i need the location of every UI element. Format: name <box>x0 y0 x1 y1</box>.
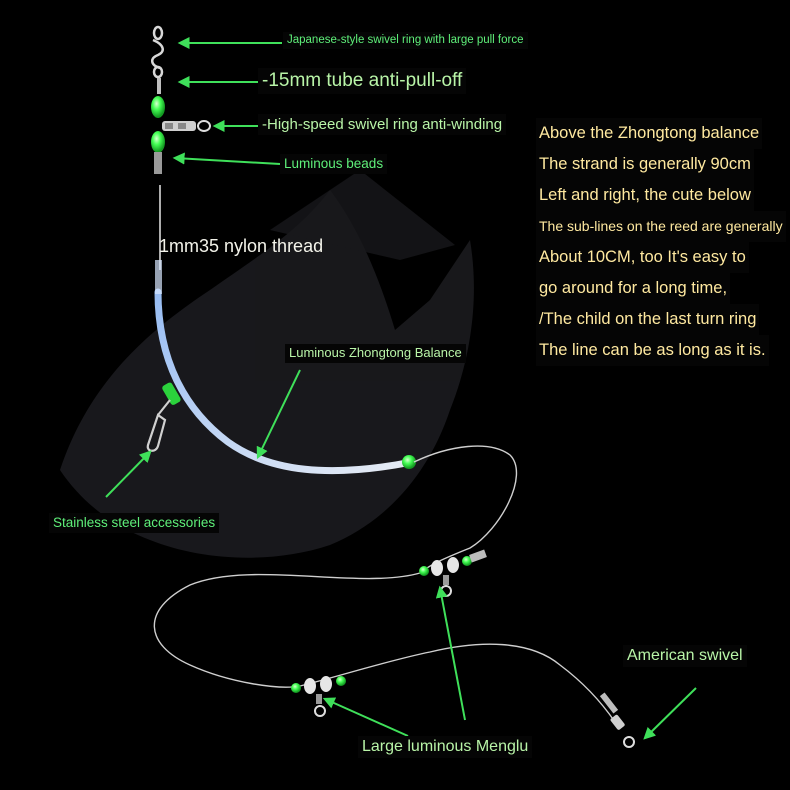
end-bead-icon <box>402 455 416 469</box>
american-swivel-icon <box>599 692 635 748</box>
label-american-swivel: American swivel <box>623 645 747 668</box>
tube-icon <box>157 78 161 94</box>
label-japanese-swivel: Japanese-style swivel ring with large pu… <box>283 32 528 50</box>
description-line: The sub-lines on the reed are generally <box>536 211 786 242</box>
label-luminous-beads: Luminous beads <box>280 154 388 174</box>
japanese-swivel-icon <box>151 25 164 79</box>
description-line: About 10CM, too It's easy to <box>536 242 749 273</box>
label-tube: -15mm tube anti-pull-off <box>258 68 467 94</box>
sleeve-icon <box>154 152 162 174</box>
label-menglu: Large luminous Menglu <box>358 736 533 759</box>
label-stainless-accessories: Stainless steel accessories <box>49 513 220 533</box>
description-line: The strand is generally 90cm <box>536 149 754 180</box>
background-shape <box>60 170 474 558</box>
menglu-lower-icon <box>291 676 346 717</box>
description-block: Above the Zhongtong balance The strand i… <box>536 118 786 366</box>
leader-line <box>153 445 616 723</box>
high-speed-swivel-icon <box>162 120 211 132</box>
description-line: Left and right, the cute below <box>536 180 754 211</box>
stainless-snap-icon <box>146 399 171 452</box>
luminous-bead-icon <box>151 96 165 118</box>
zhongtong-balance-rod <box>154 288 416 475</box>
label-nylon-thread: 1mm35 nylon thread <box>159 236 324 256</box>
description-line: go around for a long time, <box>536 273 731 304</box>
label-high-speed-swivel: -High-speed swivel ring anti-winding <box>258 114 507 136</box>
description-line: Above the Zhongtong balance <box>536 118 763 149</box>
description-line: The line can be as long as it is. <box>536 335 769 366</box>
pointer-arrows <box>105 37 697 740</box>
luminous-bead-icon <box>151 131 165 153</box>
label-zhongtong-balance: Luminous Zhongtong Balance <box>285 344 466 363</box>
balance-joint-icon <box>162 382 181 405</box>
menglu-upper-icon <box>419 549 487 597</box>
description-line: /The child on the last turn ring <box>536 304 760 335</box>
